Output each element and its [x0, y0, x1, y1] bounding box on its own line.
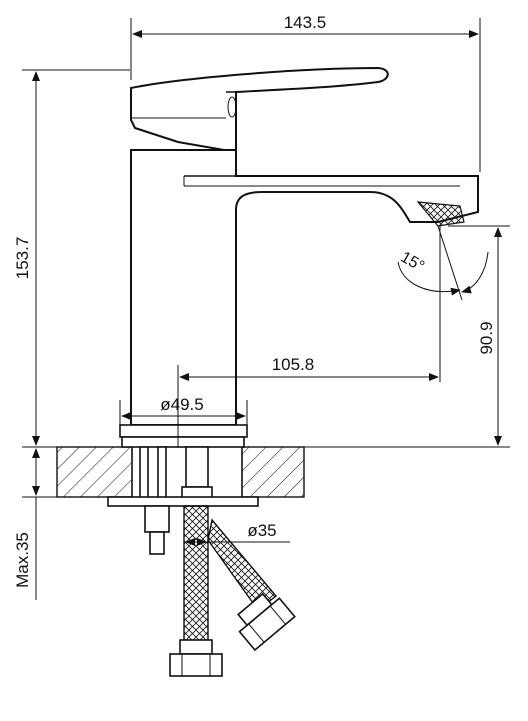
dim-mount-diameter: ø35: [247, 521, 276, 540]
dim-overall-height: 153.7: [13, 237, 32, 280]
dim-spout-angle: 15°: [398, 249, 427, 276]
aerator: [416, 201, 465, 227]
base-ring: [119, 424, 248, 438]
lever-handle: [130, 66, 389, 151]
hose-left: [183, 505, 209, 651]
dimension-lines: [22, 18, 510, 600]
countertop-section: [56, 446, 305, 498]
dim-spout-height: 90.9: [477, 321, 496, 354]
dim-spout-reach: 105.8: [272, 355, 315, 374]
dim-max-thickness: Max.35: [13, 532, 32, 588]
dim-base-diameter: ø49.5: [160, 395, 203, 414]
dim-overall-width: 143.5: [284, 13, 327, 32]
mounting-plate: [107, 496, 259, 507]
faucet-body: [119, 66, 479, 448]
